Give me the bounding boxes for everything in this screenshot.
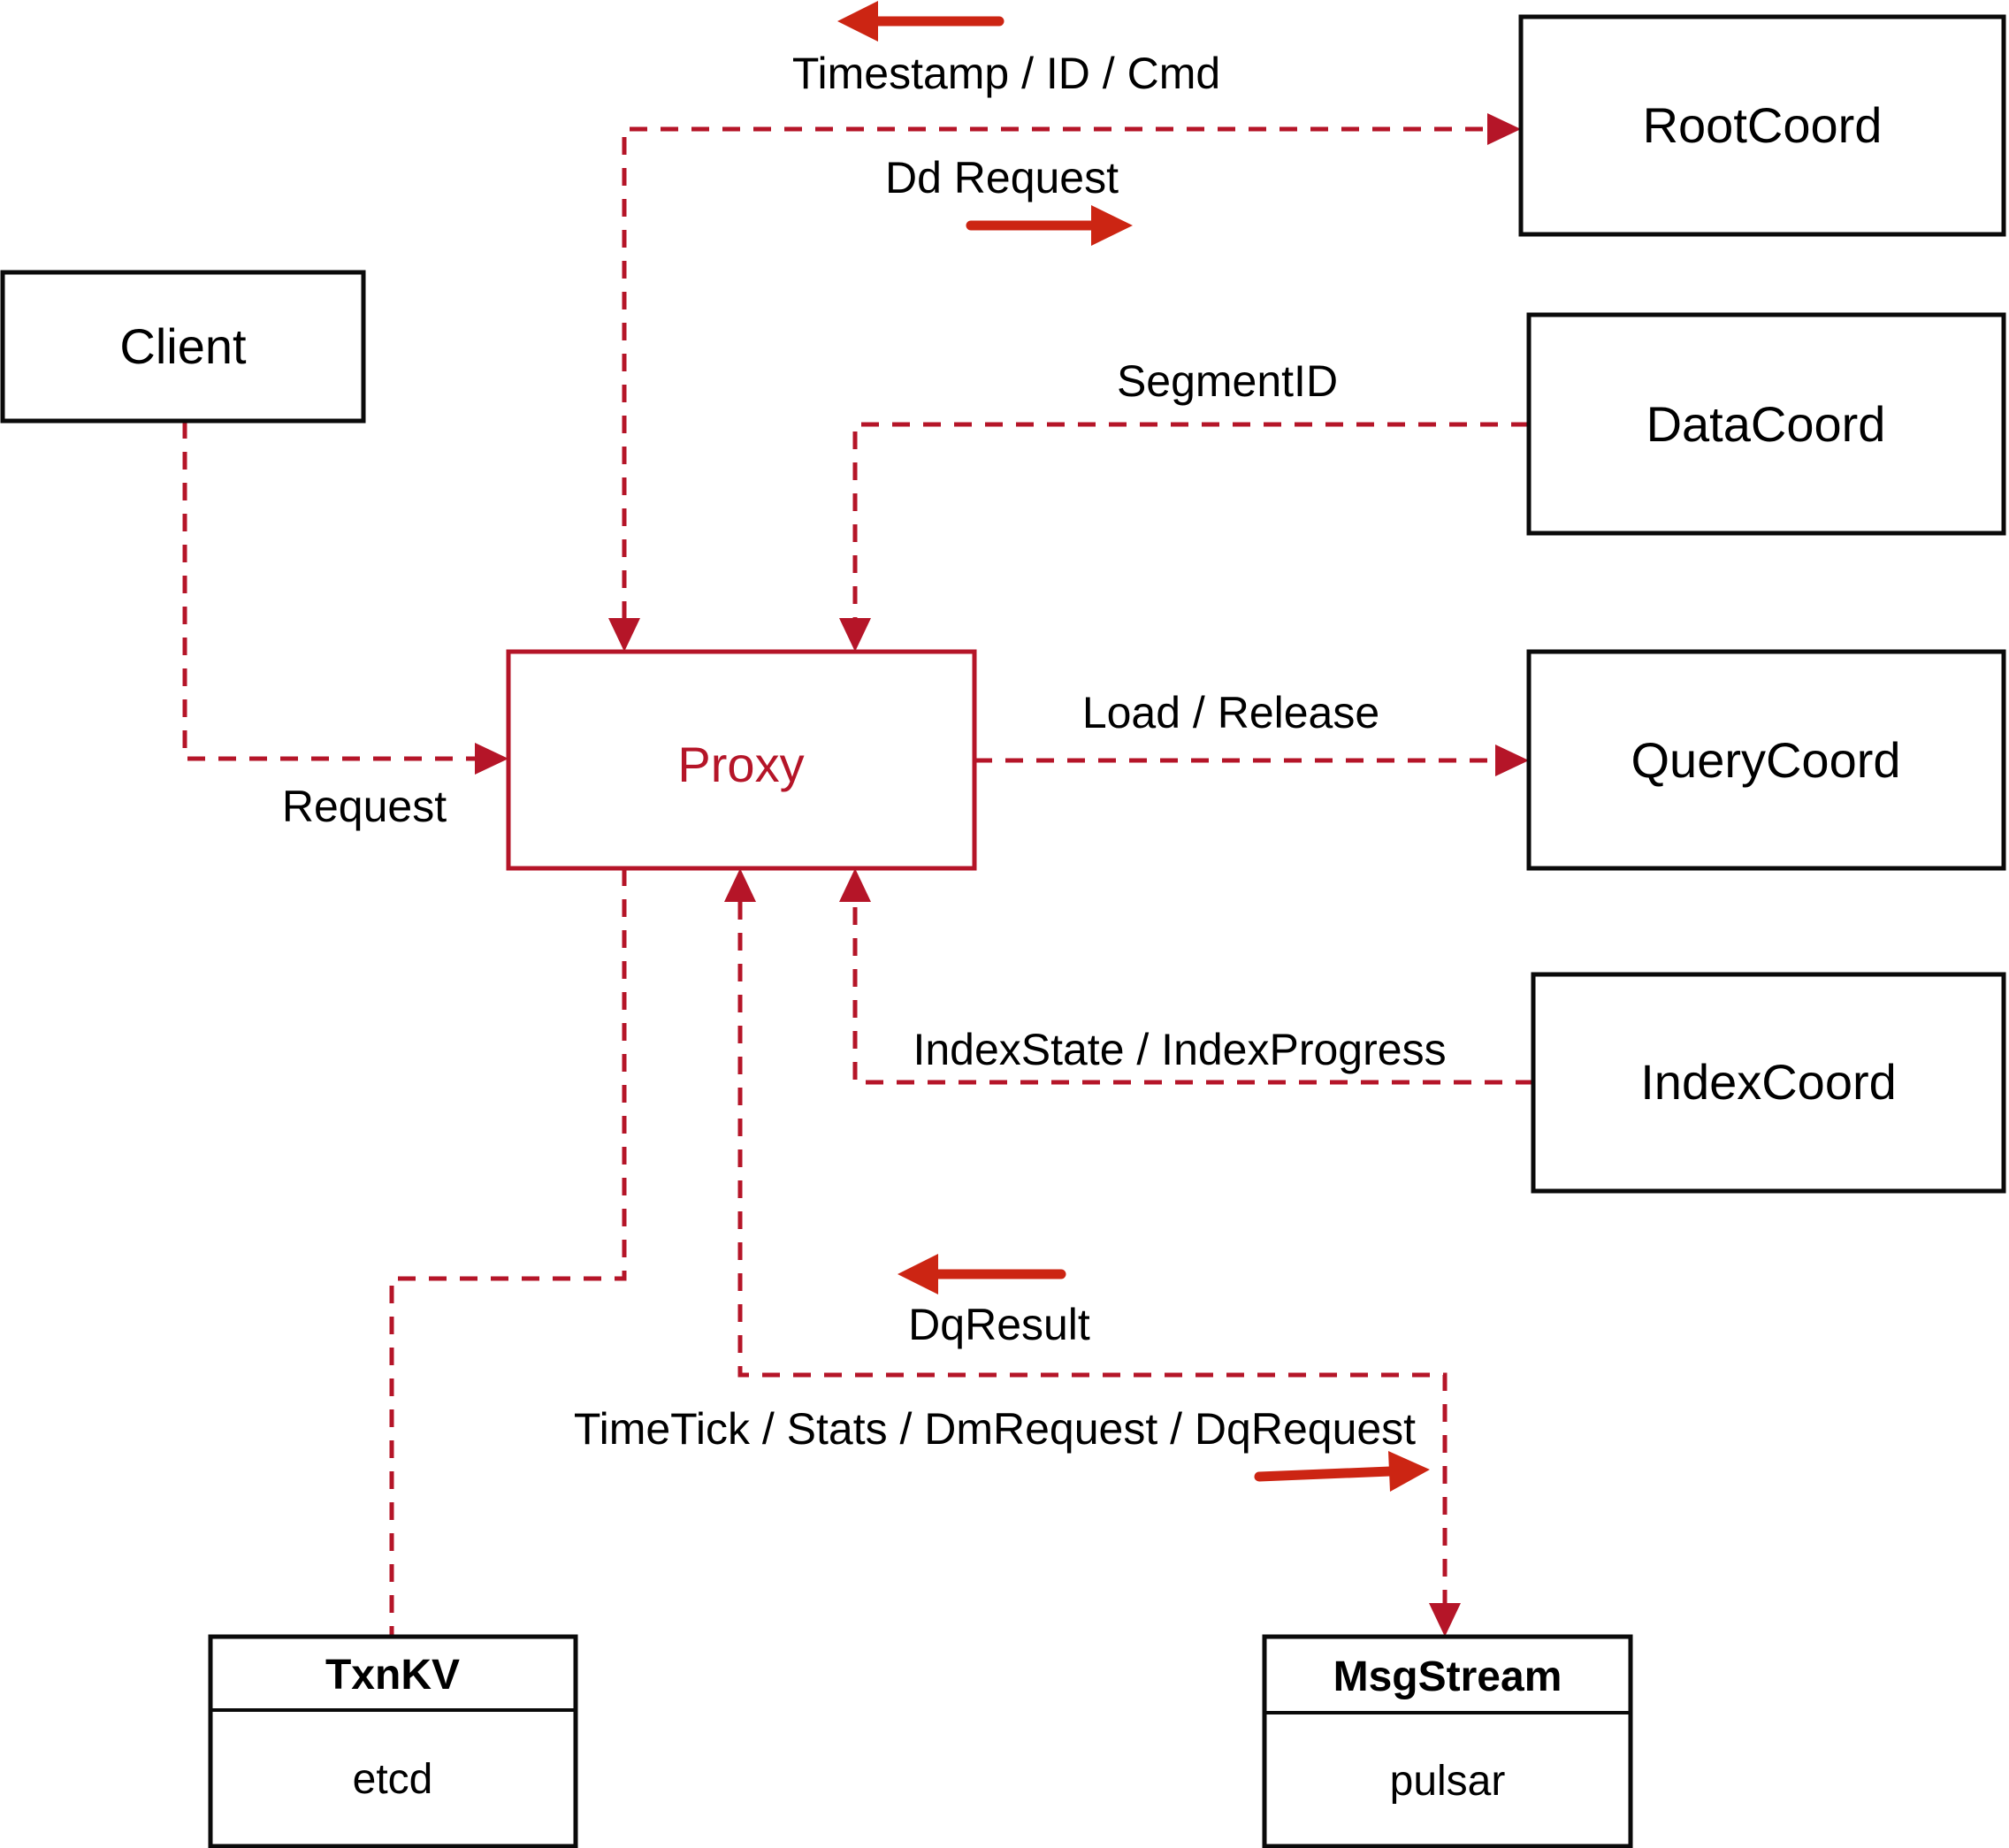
- rootcoord-node: RootCoord: [1518, 14, 2006, 237]
- dd-request-label: Dd Request: [885, 153, 1119, 202]
- edge-datacoord-proxy: [839, 422, 1529, 652]
- timetick-stats-label: TimeTick / Stats / DmRequest / DqRequest: [574, 1404, 1416, 1454]
- indexcoord-node-box: [1531, 972, 2006, 1194]
- direction-arrow-timestamp-left-head: [837, 1, 878, 42]
- rootcoord-label: RootCoord: [1643, 97, 1883, 153]
- edge-client-proxy-line: [182, 421, 475, 761]
- indexstate-indexprogress-label: IndexState / IndexProgress: [913, 1025, 1446, 1074]
- load-release-label: Load / Release: [1082, 688, 1379, 737]
- proxy-node: Proxy: [506, 649, 977, 871]
- indexcoord-label: IndexCoord: [1640, 1054, 1897, 1110]
- direction-arrow-timestamp-left: [837, 1, 1004, 42]
- edge-client-proxy: [182, 421, 508, 775]
- datacoord-node: DataCoord: [1526, 312, 2006, 536]
- edge-proxy-rootcoord: [608, 113, 1521, 652]
- timestamp-id-cmd-label: Timestamp / ID / Cmd: [792, 49, 1220, 98]
- indexcoord-node: IndexCoord: [1531, 972, 2006, 1194]
- arrowhead-into-querycoord: [1495, 745, 1529, 776]
- datacoord-node-box: [1526, 312, 2006, 536]
- msgstream-title: MsgStream: [1333, 1653, 1562, 1700]
- proxy-label: Proxy: [677, 737, 804, 792]
- client-node-box: [0, 270, 366, 424]
- arrowhead-into-rootcoord: [1487, 113, 1521, 145]
- client-node: Client: [0, 270, 366, 424]
- txnkv-node-box: [208, 1634, 578, 1848]
- request-label: Request: [282, 782, 447, 831]
- edge-proxy-msgstream-line: [737, 902, 1448, 1603]
- direction-arrow-timetick-right-head: [1388, 1451, 1430, 1492]
- arrowhead-into-proxy-bottom-right: [839, 868, 871, 902]
- msgstream-node: MsgStream pulsar: [1262, 1634, 1633, 1848]
- arrowhead-into-proxy-left: [475, 743, 508, 775]
- querycoord-node-box: [1526, 649, 2006, 871]
- arrowhead-into-proxy-top-right: [839, 618, 871, 652]
- querycoord-node: QueryCoord: [1526, 649, 2006, 871]
- msgstream-impl-label: pulsar: [1390, 1758, 1506, 1805]
- msgstream-node-box: [1262, 1634, 1633, 1848]
- direction-arrow-ddrequest-right: [966, 205, 1133, 246]
- direction-arrow-timetick-right-shaft: [1254, 1466, 1395, 1482]
- proxy-node-box: [506, 649, 977, 871]
- arrowhead-into-msgstream: [1429, 1603, 1461, 1637]
- datacoord-label: DataCoord: [1646, 396, 1886, 452]
- edge-proxy-querycoord: [974, 745, 1529, 776]
- direction-arrow-dqresult-left-head: [898, 1254, 938, 1294]
- direction-arrow-ddrequest-right-head: [1091, 205, 1133, 246]
- edge-proxy-txnkv-line: [389, 868, 627, 1637]
- txnkv-impl-label: etcd: [353, 1756, 433, 1803]
- rootcoord-node-box: [1518, 14, 2006, 237]
- edge-indexcoord-proxy: [839, 868, 1533, 1085]
- arrowhead-into-proxy-bottom-left: [724, 868, 756, 902]
- querycoord-label: QueryCoord: [1631, 732, 1900, 788]
- segmentid-label: SegmentID: [1117, 356, 1338, 406]
- arrowhead-into-proxy-top-left: [608, 618, 640, 652]
- txnkv-node: TxnKV etcd: [208, 1634, 578, 1848]
- edge-proxy-msgstream: [724, 868, 1461, 1637]
- edge-datacoord-proxy-line: [852, 422, 1529, 619]
- client-label: Client: [119, 318, 247, 374]
- edge-indexcoord-proxy-line: [852, 902, 1533, 1085]
- direction-arrow-timetick-right: [1254, 1451, 1430, 1492]
- edge-proxy-txnkv: [389, 868, 627, 1637]
- direction-arrow-dqresult-left: [898, 1254, 1066, 1294]
- edge-proxy-rootcoord-line: [622, 126, 1489, 619]
- dqresult-label: DqResult: [908, 1300, 1090, 1349]
- txnkv-title: TxnKV: [325, 1652, 460, 1699]
